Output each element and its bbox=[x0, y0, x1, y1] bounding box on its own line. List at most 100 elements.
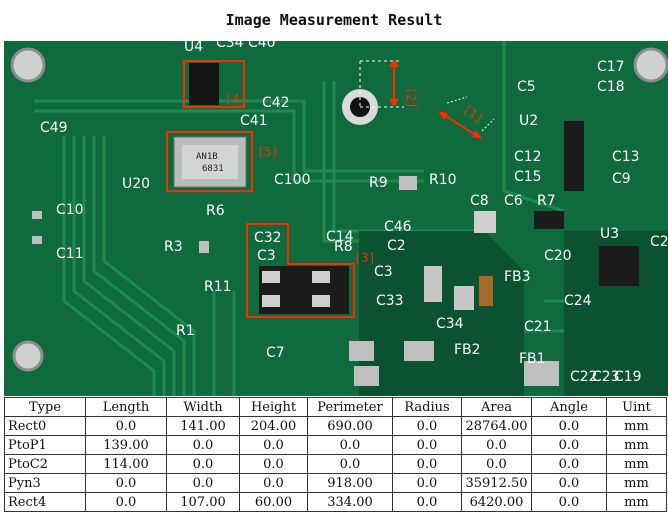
table-cell: 204.00 bbox=[239, 416, 308, 436]
table-cell: mm bbox=[606, 473, 667, 493]
table-row[interactable]: Rect4 0.0 107.00 60.00 334.00 0.0 6420.0… bbox=[4, 492, 667, 512]
silk-label: C20 bbox=[544, 248, 572, 264]
table-cell: Pyn3 bbox=[4, 473, 86, 493]
annotation-label-5: [5] bbox=[257, 145, 279, 159]
silk-label: C12 bbox=[514, 149, 542, 165]
silk-label: R10 bbox=[429, 172, 457, 188]
table-cell: 6420.00 bbox=[461, 492, 532, 512]
table-cell: Rect4 bbox=[4, 492, 86, 512]
table-cell: 0.0 bbox=[307, 435, 393, 455]
table-row[interactable]: PtoC2 114.00 0.0 0.0 0.0 0.0 0.0 0.0 mm bbox=[4, 454, 667, 474]
silk-label: C49 bbox=[40, 120, 68, 136]
table-cell: 0.0 bbox=[531, 473, 607, 493]
ground-pour bbox=[359, 231, 524, 396]
silk-label: C5 bbox=[517, 79, 536, 95]
table-cell: mm bbox=[606, 416, 667, 436]
silk-label: C46 bbox=[384, 219, 412, 235]
silk-label: C32 bbox=[254, 230, 282, 246]
silk-label: R6 bbox=[206, 203, 225, 219]
table-cell: 0.0 bbox=[85, 473, 167, 493]
annotation-label-2: [2] bbox=[404, 87, 418, 109]
table-cell: PtoC2 bbox=[4, 454, 86, 474]
components bbox=[32, 63, 639, 386]
table-cell: 0.0 bbox=[392, 473, 462, 493]
table-row[interactable]: Pyn3 0.0 0.0 0.0 918.00 0.0 35912.50 0.0… bbox=[4, 473, 667, 493]
measurement-overlays: [1] [2] [3] [4] [5] bbox=[166, 59, 495, 318]
table-cell: mm bbox=[606, 435, 667, 455]
column-header: Type bbox=[4, 397, 86, 417]
silk-label: C25 bbox=[650, 234, 668, 250]
table-cell: 0.0 bbox=[85, 416, 167, 436]
table-cell: 0.0 bbox=[531, 492, 607, 512]
silk-label: C22 bbox=[570, 369, 598, 385]
silk-label: R7 bbox=[537, 193, 556, 209]
silk-label: C9 bbox=[612, 171, 631, 187]
silk-label: C24 bbox=[564, 293, 592, 309]
silk-label: C10 bbox=[56, 202, 84, 218]
table-cell: 0.0 bbox=[392, 454, 462, 474]
table-cell: 0.0 bbox=[166, 454, 240, 474]
silk-label: C34 bbox=[216, 41, 244, 51]
table-cell: 107.00 bbox=[166, 492, 240, 512]
silk-label: C14 bbox=[326, 229, 354, 245]
table-cell: 0.0 bbox=[531, 416, 607, 436]
silk-label: C21 bbox=[524, 319, 552, 335]
table-cell: 0.0 bbox=[531, 435, 607, 455]
pcb-image-view[interactable]: AN1B 6831 U4 C34 C40 C42 C41 C49 C5 C17 … bbox=[4, 41, 668, 396]
silk-label: U4 bbox=[184, 41, 203, 55]
ground-pour-right bbox=[564, 231, 668, 396]
table-cell: 0.0 bbox=[239, 435, 308, 455]
table-cell: 334.00 bbox=[307, 492, 393, 512]
column-header: Radius bbox=[392, 397, 462, 417]
table-cell: 0.0 bbox=[531, 454, 607, 474]
silk-label: C7 bbox=[266, 345, 285, 361]
table-cell: 0.0 bbox=[392, 435, 462, 455]
silk-label: C34 bbox=[436, 316, 464, 332]
table-cell: 0.0 bbox=[461, 435, 532, 455]
silk-label: C19 bbox=[614, 369, 642, 385]
silk-label: R8 bbox=[334, 239, 353, 255]
silk-label: FB2 bbox=[454, 342, 481, 358]
silk-label: R11 bbox=[204, 279, 232, 295]
table-cell: 114.00 bbox=[85, 454, 167, 474]
silkscreen-labels: U4 C34 C40 C42 C41 C49 C5 C17 C18 U2 C12… bbox=[40, 41, 668, 385]
table-cell: 918.00 bbox=[307, 473, 393, 493]
table-cell: 0.0 bbox=[392, 416, 462, 436]
silk-label: C6 bbox=[504, 193, 523, 209]
column-header: Perimeter bbox=[307, 397, 393, 417]
silk-label: U2 bbox=[519, 113, 538, 129]
roi-rect-4 bbox=[183, 60, 245, 108]
table-cell: 0.0 bbox=[239, 454, 308, 474]
table-cell: 0.0 bbox=[239, 473, 308, 493]
silk-label: C41 bbox=[240, 113, 268, 129]
table-cell: 0.0 bbox=[166, 473, 240, 493]
results-table-container: Type Length Width Height Perimeter Radiu… bbox=[4, 397, 667, 516]
silk-label: C3 bbox=[374, 264, 393, 280]
annotation-label-3: [3] bbox=[354, 251, 376, 265]
table-cell: mm bbox=[606, 492, 667, 512]
table-row[interactable]: PtoP1 139.00 0.0 0.0 0.0 0.0 0.0 0.0 mm bbox=[4, 435, 667, 455]
dimension-arrow-1 bbox=[440, 112, 480, 138]
mounting-hole-right bbox=[633, 47, 668, 83]
table-cell: 139.00 bbox=[85, 435, 167, 455]
table-cell: 0.0 bbox=[461, 454, 532, 474]
table-cell: 0.0 bbox=[392, 492, 462, 512]
column-header: Height bbox=[239, 397, 308, 417]
silk-label: C100 bbox=[274, 172, 311, 188]
mounting-hole-left bbox=[10, 47, 46, 83]
table-cell: 0.0 bbox=[307, 454, 393, 474]
silk-label: C40 bbox=[248, 41, 276, 51]
column-header: Area bbox=[461, 397, 532, 417]
silk-label: C33 bbox=[376, 293, 404, 309]
table-cell: mm bbox=[606, 454, 667, 474]
table-cell: 60.00 bbox=[239, 492, 308, 512]
silk-label: C18 bbox=[597, 79, 625, 95]
roi-polygon-3 bbox=[246, 223, 355, 318]
column-header: Width bbox=[166, 397, 240, 417]
silk-label: C15 bbox=[514, 169, 542, 185]
table-row[interactable]: Rect0 0.0 141.00 204.00 690.00 0.0 28764… bbox=[4, 416, 667, 436]
table-cell: 28764.00 bbox=[461, 416, 532, 436]
column-header: Uint bbox=[606, 397, 667, 417]
silk-label: C3 bbox=[257, 248, 276, 264]
